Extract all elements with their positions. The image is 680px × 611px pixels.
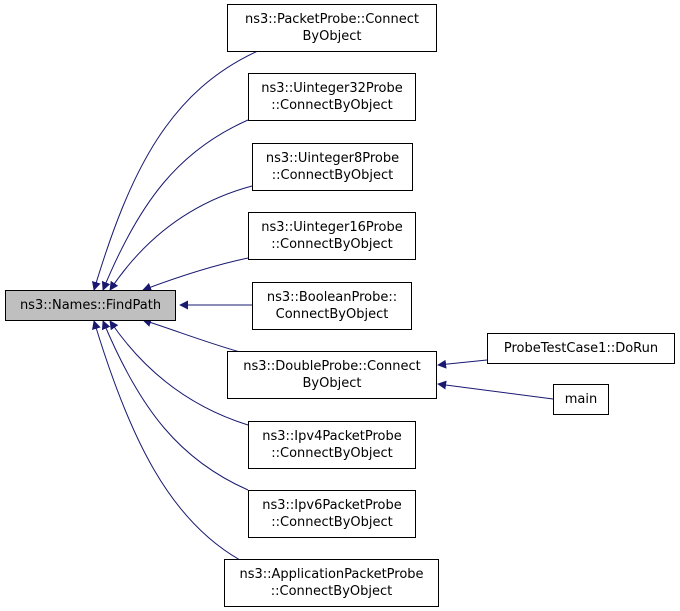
edge-uinteger32-probe <box>101 119 249 291</box>
node-label-line-2: ByObject <box>302 29 362 44</box>
node-label: ProbeTestCase1::DoRun <box>503 341 659 356</box>
node-label-line-2: ::ConnectByObject <box>270 584 393 599</box>
node-label-line-1: ns3::Uinteger32Probe <box>261 81 403 96</box>
node-label-line-1: ns3::Ipv4PacketProbe <box>262 429 402 444</box>
edge-application-packet-probe <box>92 320 241 561</box>
node-label-line-1: ns3::ApplicationPacketProbe <box>239 567 424 582</box>
node-uinteger16-probe-connect-by-object[interactable]: ns3::Uinteger16Probe ::ConnectByObject <box>248 212 416 260</box>
node-label-line-1: ns3::Uinteger8Probe <box>265 151 400 166</box>
node-names-find-path: ns3::Names::FindPath <box>5 290 176 321</box>
edge-probe-test-case <box>437 359 488 369</box>
node-boolean-probe-connect-by-object[interactable]: ns3::BooleanProbe:: ConnectByObject <box>252 282 412 330</box>
node-ipv4-packet-probe-connect-by-object[interactable]: ns3::Ipv4PacketProbe ::ConnectByObject <box>248 421 416 469</box>
node-label-line-2: ByObject <box>302 376 362 391</box>
node-label: main <box>564 392 598 407</box>
node-label-line-1: ns3::DoubleProbe::Connect <box>243 359 421 374</box>
edge-double-probe <box>142 318 241 353</box>
node-label-line-1: ns3::Uinteger16Probe <box>261 220 403 235</box>
node-label-line-2: ::ConnectByObject <box>271 515 393 530</box>
node-probe-test-case1-do-run[interactable]: ProbeTestCase1::DoRun <box>487 333 675 364</box>
node-uinteger8-probe-connect-by-object[interactable]: ns3::Uinteger8Probe ::ConnectByObject <box>252 143 413 191</box>
node-ipv6-packet-probe-connect-by-object[interactable]: ns3::Ipv6PacketProbe ::ConnectByObject <box>248 490 416 538</box>
node-label-line-2: ::ConnectByObject <box>271 237 393 252</box>
node-uinteger32-probe-connect-by-object[interactable]: ns3::Uinteger32Probe ::ConnectByObject <box>248 73 416 121</box>
node-label-line-1: ns3::Ipv6PacketProbe <box>262 498 402 513</box>
node-application-packet-probe-connect-by-object[interactable]: ns3::ApplicationPacketProbe ::ConnectByO… <box>224 559 439 607</box>
node-double-probe-connect-by-object[interactable]: ns3::DoubleProbe::Connect ByObject <box>227 351 437 399</box>
edge-packet-probe <box>92 49 261 291</box>
node-label-line-1: ns3::BooleanProbe:: <box>266 290 398 305</box>
node-packet-probe-connect-by-object[interactable]: ns3::PacketProbe::Connect ByObject <box>227 4 437 52</box>
node-main[interactable]: main <box>553 384 609 415</box>
node-label-line-2: ConnectByObject <box>275 307 389 322</box>
node-label-line-2: ::ConnectByObject <box>271 98 393 113</box>
node-label-line-1: ns3::PacketProbe::Connect <box>245 12 419 27</box>
edge-uinteger8-probe <box>109 185 253 291</box>
node-label: ns3::Names::FindPath <box>19 298 162 313</box>
edge-uinteger16-probe <box>142 257 249 292</box>
edge-ipv4-packet-probe <box>109 320 249 426</box>
node-label-line-2: ::ConnectByObject <box>271 446 393 461</box>
edge-ipv6-packet-probe <box>101 320 249 491</box>
node-label-line-2: ::ConnectByObject <box>271 168 394 183</box>
edge-main <box>437 380 554 400</box>
